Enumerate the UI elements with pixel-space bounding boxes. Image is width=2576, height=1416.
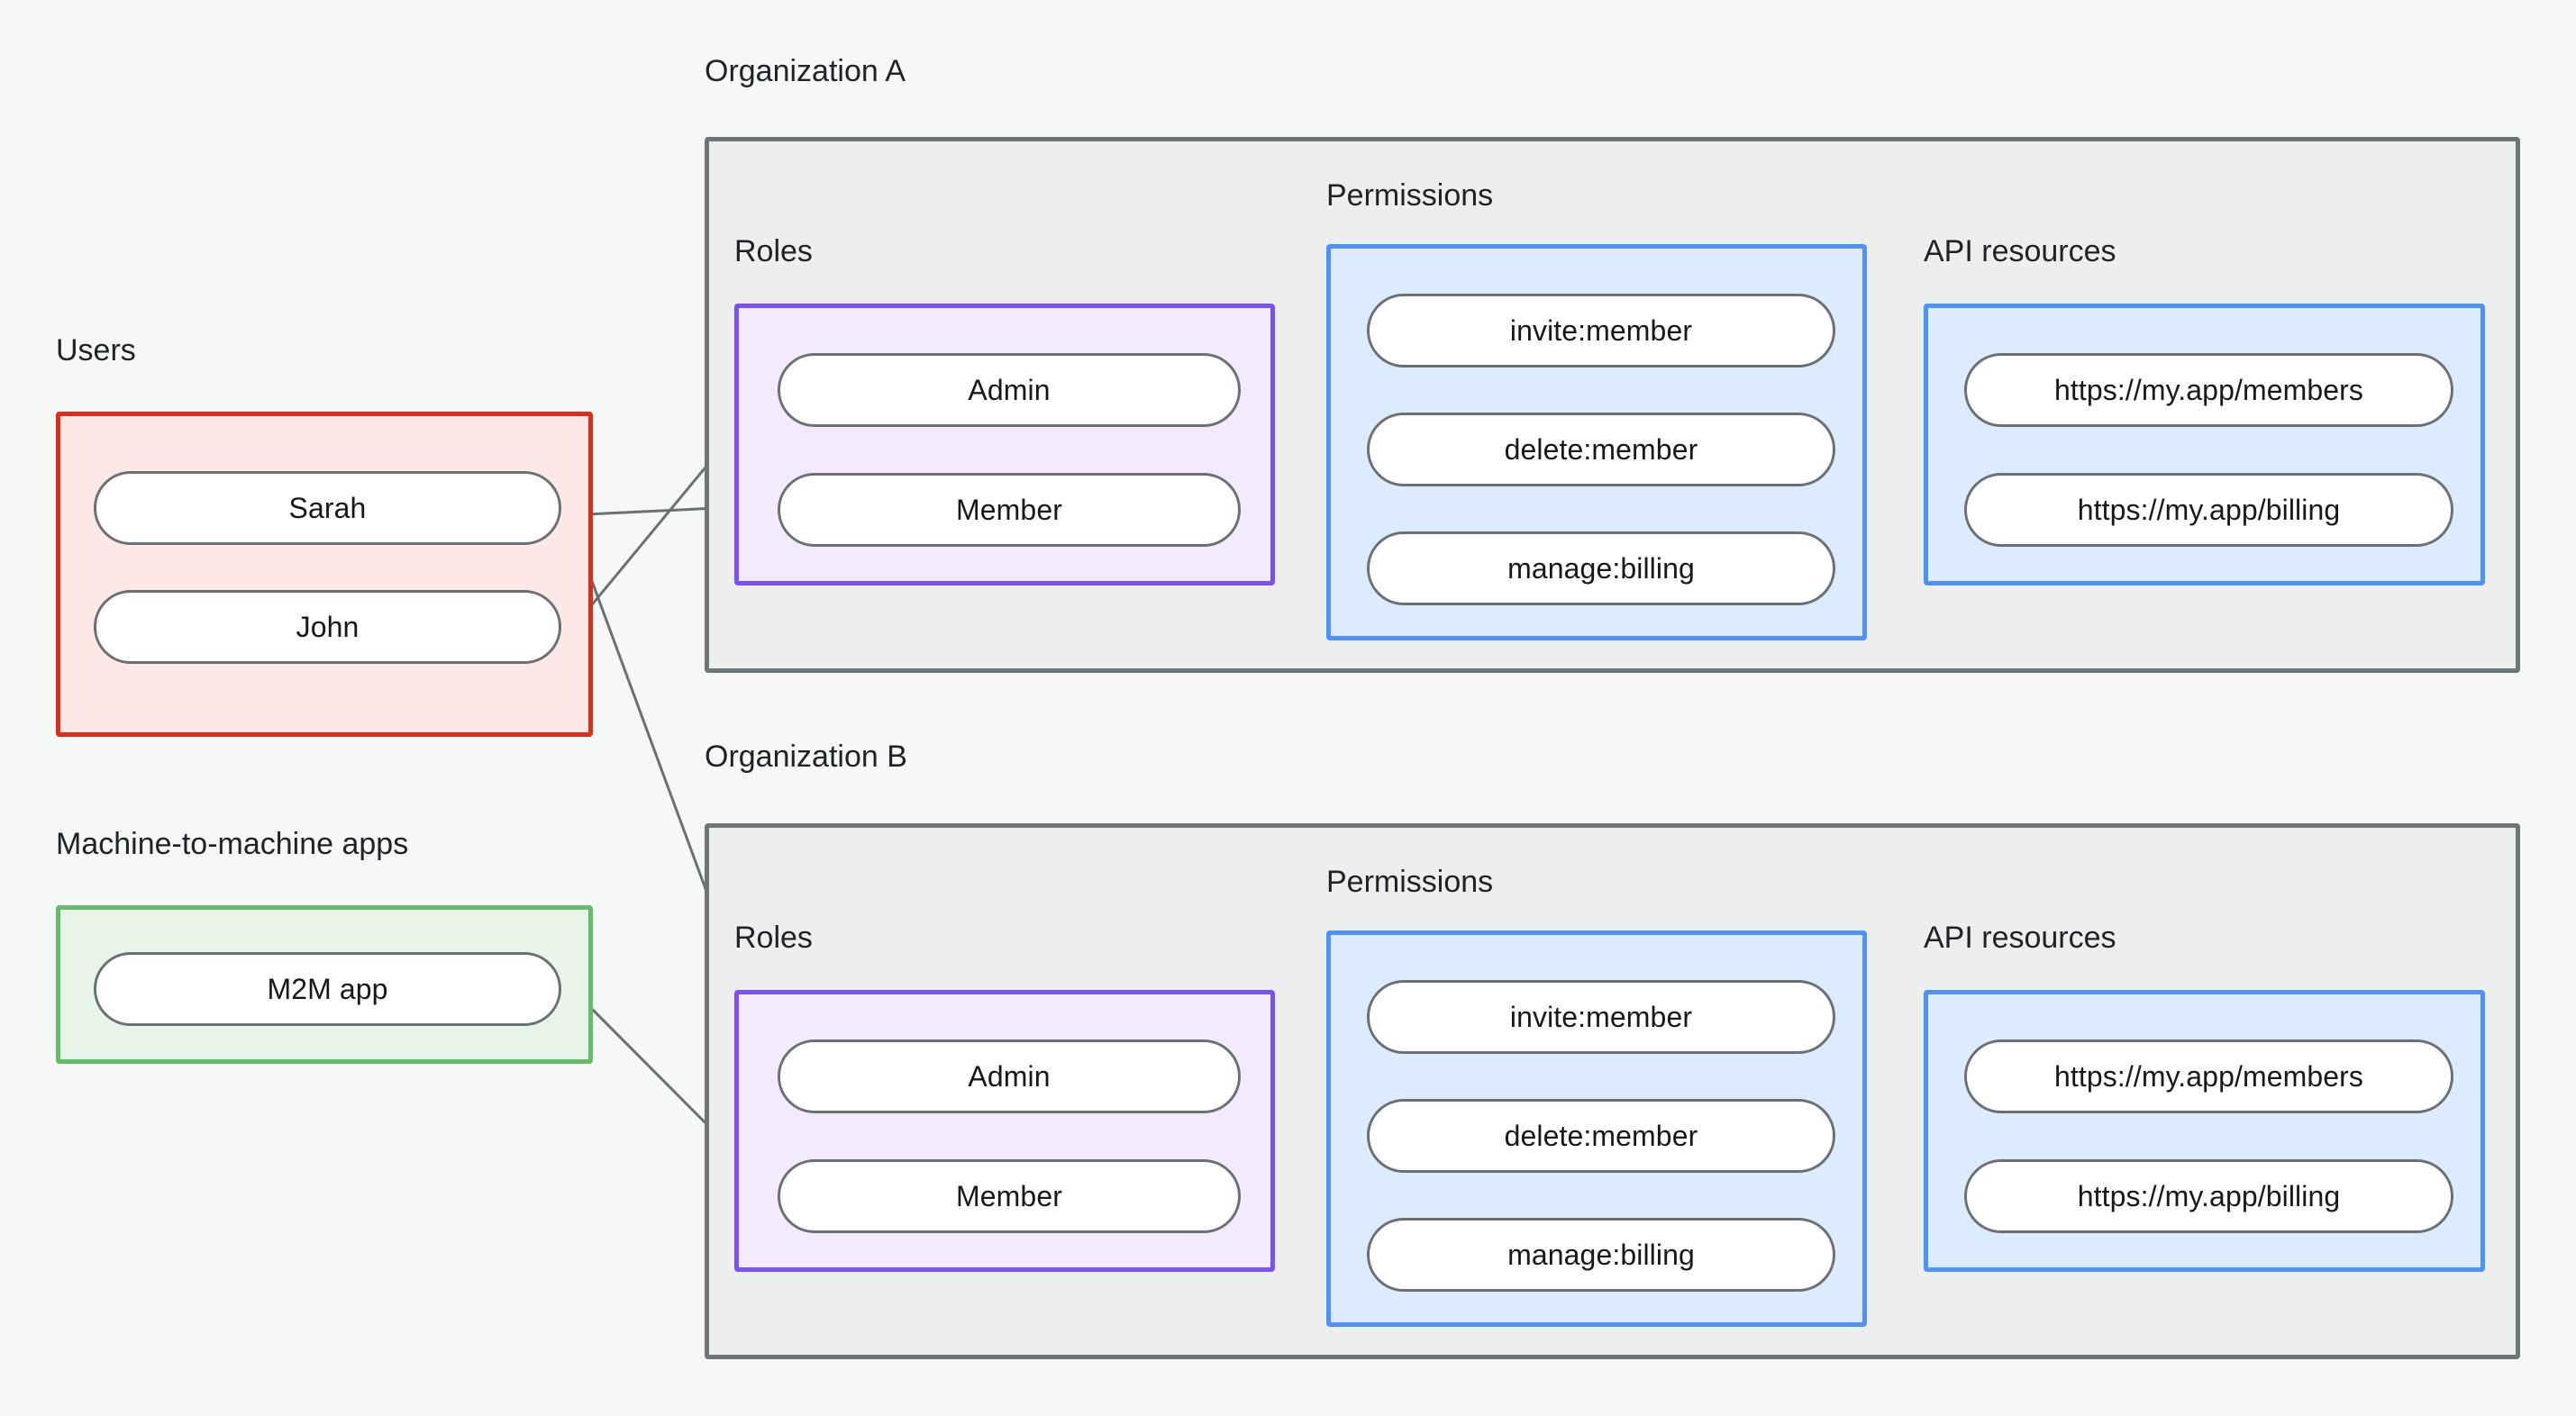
- orgB-roles-box: Admin Member: [734, 990, 1275, 1272]
- user-node-john[interactable]: John: [94, 590, 561, 664]
- m2m-group-label: Machine-to-machine apps: [56, 827, 409, 861]
- orgB-permissions-box: invite:member delete:member manage:billi…: [1326, 930, 1867, 1327]
- user-node-sarah[interactable]: Sarah: [94, 471, 561, 545]
- orgB-api-resource-members[interactable]: https://my.app/members: [1964, 1039, 2453, 1113]
- orgA-roles-box: Admin Member: [734, 304, 1275, 585]
- organization-b-label: Organization B: [705, 740, 907, 774]
- orgA-api-resource-billing[interactable]: https://my.app/billing: [1964, 473, 2453, 547]
- orgB-role-member[interactable]: Member: [778, 1159, 1241, 1233]
- orgB-api-resources-label: API resources: [1924, 921, 2116, 955]
- orgB-api-resources-box: https://my.app/members https://my.app/bi…: [1924, 990, 2485, 1272]
- m2m-node-app[interactable]: M2M app: [94, 952, 561, 1026]
- orgA-role-admin[interactable]: Admin: [778, 353, 1241, 427]
- orgA-permissions-box: invite:member delete:member manage:billi…: [1326, 244, 1867, 640]
- orgB-permission-delete-member[interactable]: delete:member: [1367, 1099, 1835, 1173]
- orgA-role-member[interactable]: Member: [778, 473, 1241, 547]
- orgA-api-resources-box: https://my.app/members https://my.app/bi…: [1924, 304, 2485, 585]
- orgB-roles-label: Roles: [734, 921, 813, 955]
- orgA-permission-manage-billing[interactable]: manage:billing: [1367, 531, 1835, 605]
- organization-a-label: Organization A: [705, 54, 906, 88]
- m2m-group-box: M2M app: [56, 905, 593, 1064]
- orgA-roles-label: Roles: [734, 234, 813, 268]
- orgB-permissions-label: Permissions: [1326, 865, 1494, 899]
- orgA-permissions-label: Permissions: [1326, 178, 1494, 213]
- users-group-box: Sarah John: [56, 412, 593, 737]
- orgA-api-resources-label: API resources: [1924, 234, 2116, 268]
- orgA-permission-invite-member[interactable]: invite:member: [1367, 294, 1835, 368]
- orgB-role-admin[interactable]: Admin: [778, 1039, 1241, 1113]
- orgA-api-resource-members[interactable]: https://my.app/members: [1964, 353, 2453, 427]
- orgA-permission-delete-member[interactable]: delete:member: [1367, 413, 1835, 486]
- orgB-permission-invite-member[interactable]: invite:member: [1367, 980, 1835, 1054]
- users-group-label: Users: [56, 333, 136, 368]
- orgB-api-resource-billing[interactable]: https://my.app/billing: [1964, 1159, 2453, 1233]
- orgB-permission-manage-billing[interactable]: manage:billing: [1367, 1218, 1835, 1292]
